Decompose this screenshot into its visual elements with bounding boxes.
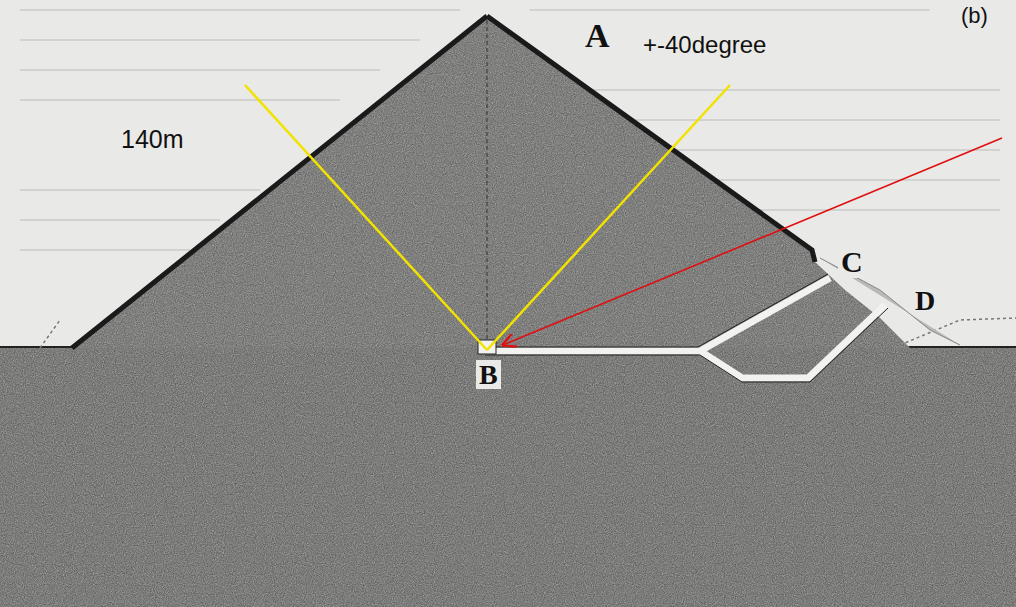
dimension-label: 140m bbox=[118, 126, 187, 152]
panel-letter-holder: (b) bbox=[958, 4, 991, 27]
point-label-holder: D bbox=[912, 286, 938, 315]
dimension-label-holder: 140m bbox=[118, 126, 187, 152]
view-cone bbox=[245, 85, 730, 350]
panel-letter: (b) bbox=[958, 4, 991, 27]
axis-line bbox=[487, 20, 488, 348]
point-label-holder: A bbox=[582, 18, 613, 54]
red-arrow bbox=[503, 138, 1002, 345]
ground bbox=[0, 348, 1016, 607]
pyramid-edge bbox=[72, 16, 815, 348]
angle-label: +-40degree bbox=[640, 32, 769, 57]
point-label: D bbox=[912, 286, 938, 315]
pyramid-body bbox=[72, 16, 910, 348]
point-label: C bbox=[838, 246, 866, 278]
point-label: B bbox=[476, 360, 501, 389]
point-label-holder: B bbox=[476, 360, 501, 389]
angle-label-holder: +-40degree bbox=[640, 32, 769, 57]
point-label: A bbox=[582, 18, 613, 54]
point-label-holder: C bbox=[838, 246, 866, 278]
